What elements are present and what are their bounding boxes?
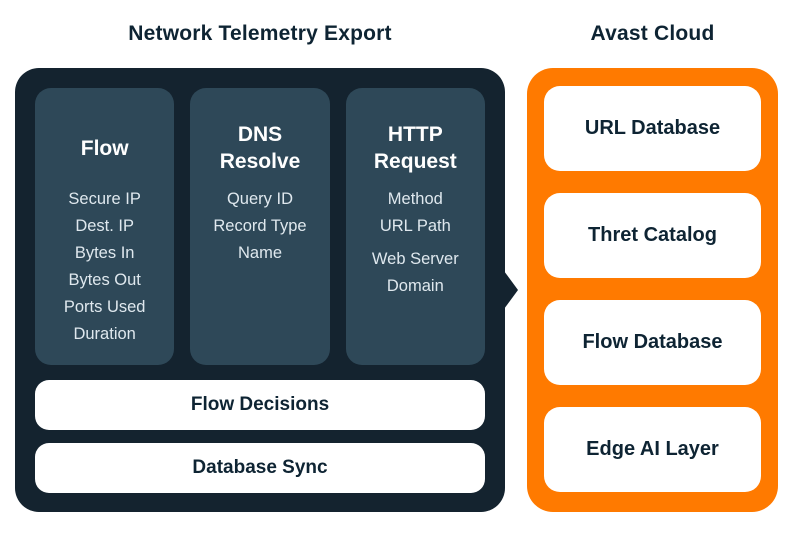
column-item: Web Server Domain: [371, 250, 459, 295]
column-http-request: HTTP Request Method URL Path Web Server …: [345, 88, 485, 365]
connector-arrow: [504, 271, 518, 309]
column-item: Duration: [73, 325, 136, 343]
flow-decisions-bar: Flow Decisions: [35, 380, 485, 430]
column-item: Bytes In: [74, 244, 135, 262]
column-flow-items: Secure IP Dest. IP Bytes In Bytes Out Po…: [43, 186, 166, 348]
column-item: URL Path: [379, 217, 451, 235]
column-item: Ports Used: [63, 298, 146, 316]
cloud-box-flow-database: Flow Database: [544, 300, 761, 385]
database-sync-bar: Database Sync: [35, 443, 485, 493]
column-http-request-items: Method URL Path Web Server Domain: [354, 186, 477, 300]
column-dns-resolve: DNS Resolve Query ID Record Type Name: [190, 88, 330, 365]
column-http-request-title: HTTP Request: [373, 123, 457, 173]
column-item: Record Type: [213, 217, 307, 235]
column-item: Dest. IP: [75, 217, 134, 235]
column-dns-resolve-items: Query ID Record Type Name: [198, 186, 321, 267]
column-item: Query ID: [226, 190, 293, 208]
telemetry-columns: Flow Secure IP Dest. IP Bytes In Bytes O…: [35, 88, 485, 365]
column-dns-resolve-title: DNS Resolve: [219, 123, 301, 173]
telemetry-panel: Flow Secure IP Dest. IP Bytes In Bytes O…: [15, 68, 518, 512]
column-flow-title: Flow: [80, 136, 129, 160]
telemetry-panel-title: Network Telemetry Export: [128, 22, 392, 45]
column-item: Method: [387, 190, 443, 208]
cloud-panel: URL Database Thret Catalog Flow Database…: [527, 68, 778, 512]
cloud-box-thret-catalog: Thret Catalog: [544, 193, 761, 278]
cloud-box-url-database: URL Database: [544, 86, 761, 171]
cloud-panel-title: Avast Cloud: [590, 22, 715, 45]
cloud-box-edge-ai-layer: Edge AI Layer: [544, 407, 761, 492]
column-item: Name: [237, 244, 282, 262]
column-item: Secure IP: [68, 190, 141, 208]
column-flow: Flow Secure IP Dest. IP Bytes In Bytes O…: [35, 88, 175, 365]
column-item: Bytes Out: [68, 271, 141, 289]
